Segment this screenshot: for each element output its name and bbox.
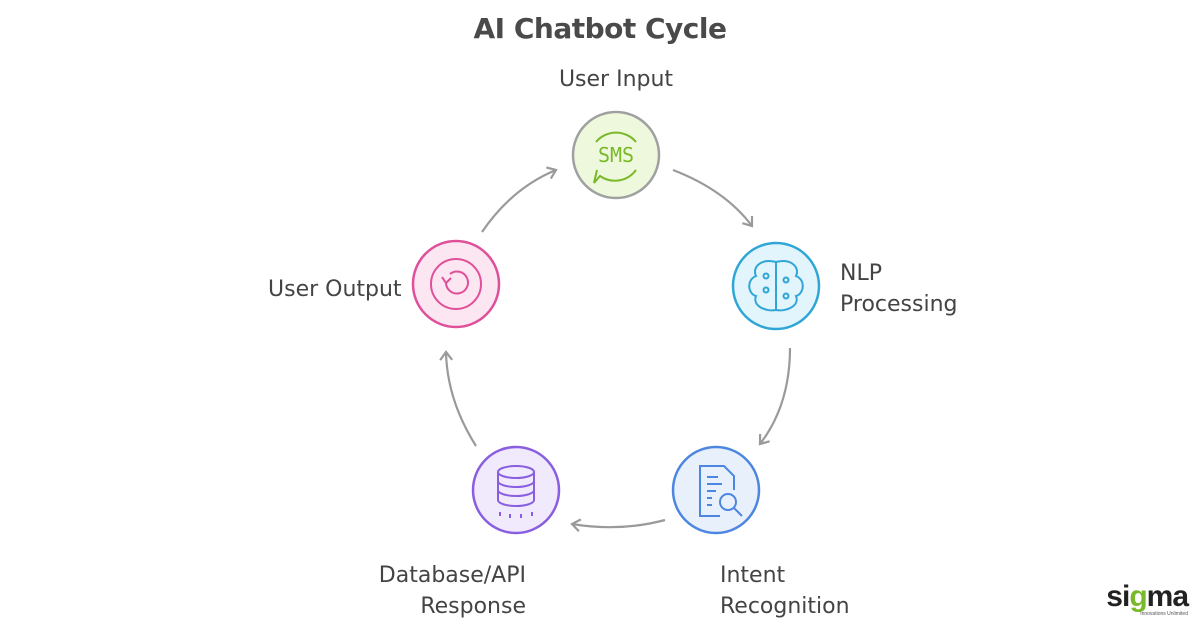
svg-text:SMS: SMS xyxy=(598,143,634,167)
refresh-icon xyxy=(430,258,482,310)
sms-chat-icon: SMS xyxy=(593,131,637,184)
brain-circuit-icon xyxy=(748,260,804,312)
label-database-api-response: Database/API Response xyxy=(360,560,526,622)
label-user-input: User Input xyxy=(558,67,674,92)
node-nlp-processing xyxy=(731,241,821,331)
label-line: NLP xyxy=(840,261,882,286)
label-line: Recognition xyxy=(720,594,850,619)
label-user-output: User Output xyxy=(268,277,402,302)
label-line: Response xyxy=(420,594,526,619)
label-line: Processing xyxy=(840,292,958,317)
label-intent-recognition: Intent Recognition xyxy=(720,560,850,622)
node-user-output xyxy=(411,239,501,329)
node-user-input: SMS xyxy=(571,110,661,200)
arrow-nlp-to-intent xyxy=(758,347,792,446)
arrow-intent-to-database xyxy=(570,518,666,532)
arrow-input-to-nlp xyxy=(672,168,754,228)
sigma-logo: sigma Innovations Unlimited xyxy=(1106,580,1189,618)
node-intent-recognition xyxy=(671,445,761,535)
label-line: Database/API xyxy=(378,563,526,588)
label-nlp-processing: NLP Processing xyxy=(840,258,957,320)
arrow-database-to-output xyxy=(439,350,477,447)
document-search-icon xyxy=(699,465,743,517)
diagram-title: AI Chatbot Cycle xyxy=(473,12,728,45)
label-line: Intent xyxy=(720,563,786,588)
arrow-output-to-input xyxy=(481,166,558,233)
database-icon xyxy=(497,465,535,518)
node-database-api-response xyxy=(471,445,561,535)
